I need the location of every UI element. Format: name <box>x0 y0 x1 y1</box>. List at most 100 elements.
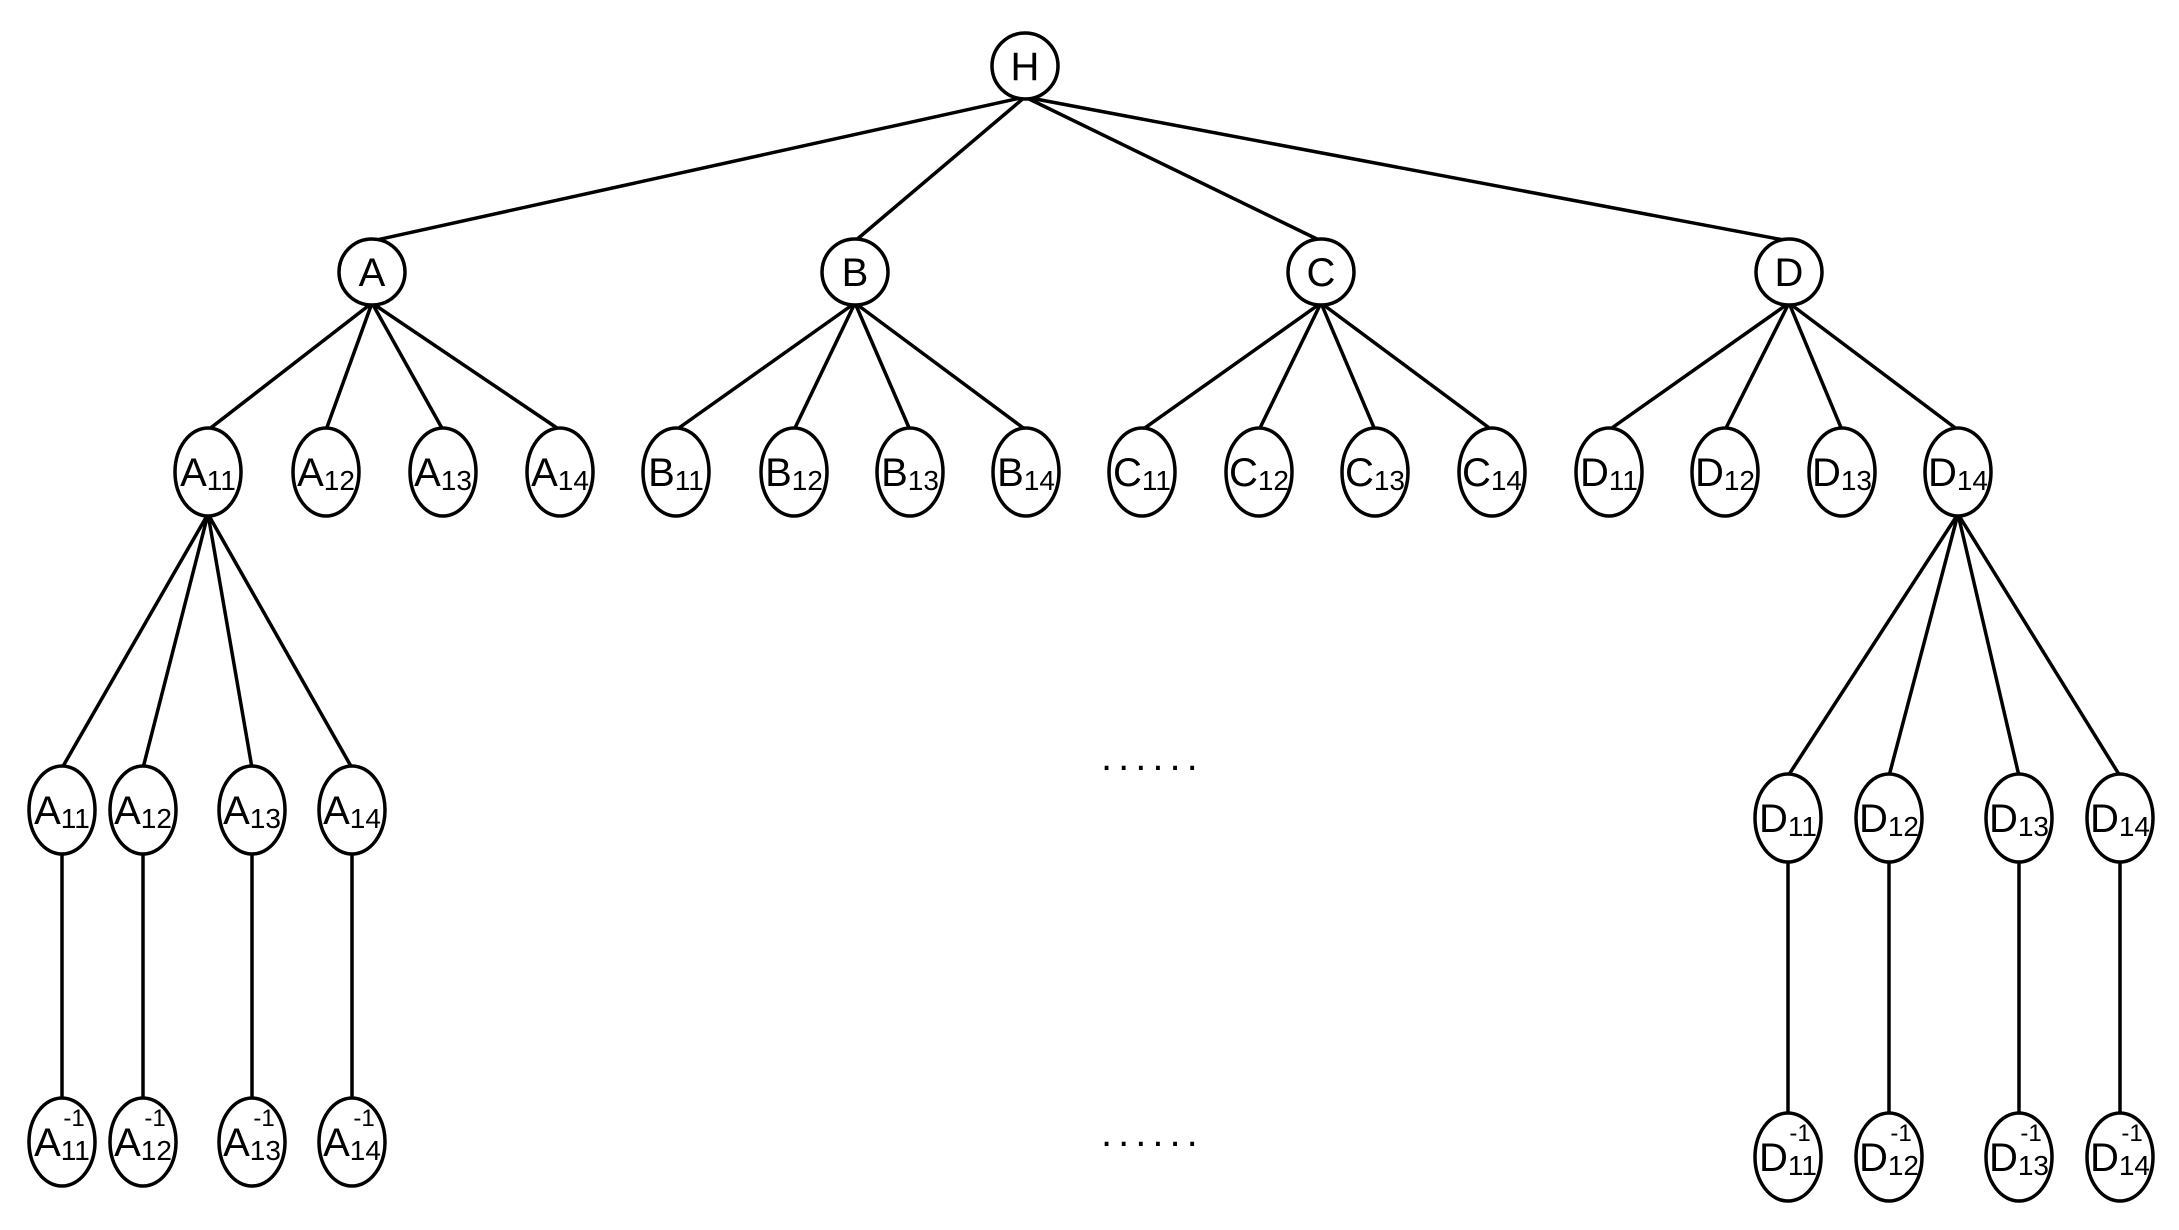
node-letter: A <box>180 451 207 495</box>
node-ellipse <box>759 426 829 518</box>
node-ellipse <box>820 237 890 307</box>
node-label: C14 <box>1462 451 1522 496</box>
node-label: A13 <box>223 1121 281 1166</box>
node-letter: A <box>297 451 324 495</box>
node-label: B <box>842 251 869 295</box>
node-subscript: 12 <box>1888 811 1919 842</box>
edge-D14-D11b <box>1786 513 1960 777</box>
node-letter: D <box>1989 797 2018 841</box>
node-letter: D <box>1580 451 1609 495</box>
node-letter: C <box>1462 451 1491 495</box>
node-ellipse <box>27 764 97 856</box>
node-ellipse <box>108 764 178 856</box>
node-C12: C12 <box>1224 426 1294 518</box>
node-ellipse <box>173 426 243 518</box>
node-label: A14 <box>323 789 381 834</box>
node-letter: A <box>531 451 558 495</box>
node-letter: A <box>414 451 441 495</box>
node-subscript: 13 <box>908 465 939 496</box>
node-subscript: 14 <box>558 465 589 496</box>
node-label: A12 <box>114 789 172 834</box>
node-letter: C <box>1113 451 1142 495</box>
node-ellipse <box>1753 772 1823 864</box>
node-letter: B <box>881 451 908 495</box>
node-letter: D <box>1775 251 1804 295</box>
node-ellipse <box>291 426 361 518</box>
node-A11b: A11 <box>27 764 97 856</box>
node-label: D11 <box>1580 451 1638 496</box>
node-label: D12 <box>1859 1136 1919 1181</box>
node-label: A14 <box>323 1121 381 1166</box>
node-ellipse <box>337 237 407 307</box>
node-ellipse <box>641 426 711 518</box>
node-label: A <box>359 251 386 295</box>
node-C: C <box>1286 237 1356 307</box>
node-letter: A <box>323 1121 350 1165</box>
node-letter: A <box>34 1121 61 1165</box>
node-subscript: 13 <box>2018 811 2049 842</box>
edge-D-D14 <box>1787 301 1960 432</box>
node-label: D13 <box>1989 1136 2049 1181</box>
edge-D-D12 <box>1723 302 1791 431</box>
node-label: D14 <box>2090 1136 2150 1181</box>
node-letter: B <box>842 251 869 295</box>
edge-H-B <box>853 95 1027 243</box>
node-B11: B11 <box>641 426 711 518</box>
node-subscript: 11 <box>1142 465 1171 496</box>
node-subscript: 12 <box>141 1135 172 1166</box>
node-letter: D <box>1859 797 1888 841</box>
node-label: A11 <box>180 451 236 496</box>
node-A12b: A12 <box>108 764 178 856</box>
node-letter: A <box>114 789 141 833</box>
node-D14: D14 <box>1923 426 1993 518</box>
node-B13: B13 <box>875 426 945 518</box>
node-D: D <box>1754 237 1824 307</box>
node-subscript: 11 <box>61 803 90 834</box>
node-subscript: 11 <box>1609 465 1638 496</box>
node-subscript: 12 <box>1258 465 1289 496</box>
edge-C-C13 <box>1319 302 1377 431</box>
node-letter: D <box>1759 797 1788 841</box>
node-letter: C <box>1229 451 1258 495</box>
node-letter: B <box>997 451 1024 495</box>
edge-B-B11 <box>674 301 857 432</box>
node-label: A11 <box>34 1121 90 1166</box>
node-superscript: -1 <box>253 1105 274 1132</box>
node-subscript: 11 <box>1788 1150 1817 1181</box>
node-subscript: 11 <box>675 465 704 496</box>
node-letter: B <box>765 451 792 495</box>
node-label: D14 <box>1928 451 1988 496</box>
node-label: C12 <box>1229 451 1289 496</box>
node-A13: A13 <box>408 426 478 518</box>
node-ellipse <box>217 1096 287 1188</box>
node-A14b: A14 <box>317 764 387 856</box>
node-subscript: 12 <box>141 803 172 834</box>
node-subscript: 12 <box>1888 1150 1919 1181</box>
node-subscript: 12 <box>324 465 355 496</box>
ellipsis-middle: ...... <box>1101 735 1204 779</box>
node-label: C13 <box>1345 451 1405 496</box>
node-ellipse <box>1690 426 1760 518</box>
node-letter: H <box>1011 45 1040 89</box>
node-ellipse <box>525 426 595 518</box>
node-label: B14 <box>997 451 1055 496</box>
node-label: A13 <box>223 789 281 834</box>
node-A: A <box>337 237 407 307</box>
edge-H-A <box>371 95 1026 243</box>
node-D13b: D13 <box>1984 772 2054 864</box>
node-letter: D <box>1928 451 1957 495</box>
node-A14i: A14-1 <box>317 1096 387 1188</box>
node-label: A11 <box>34 789 90 834</box>
node-superscript: -1 <box>144 1105 165 1132</box>
node-letter: D <box>1695 451 1724 495</box>
node-subscript: 14 <box>1957 465 1988 496</box>
node-label: D11 <box>1759 1136 1817 1181</box>
node-label: A12 <box>114 1121 172 1166</box>
node-letter: B <box>648 451 675 495</box>
node-superscript: -1 <box>2121 1120 2142 1147</box>
node-D14i: D14-1 <box>2085 1111 2155 1203</box>
node-subscript: 12 <box>792 465 823 496</box>
edge-A-A14 <box>371 301 561 432</box>
node-label: D13 <box>1989 797 2049 842</box>
